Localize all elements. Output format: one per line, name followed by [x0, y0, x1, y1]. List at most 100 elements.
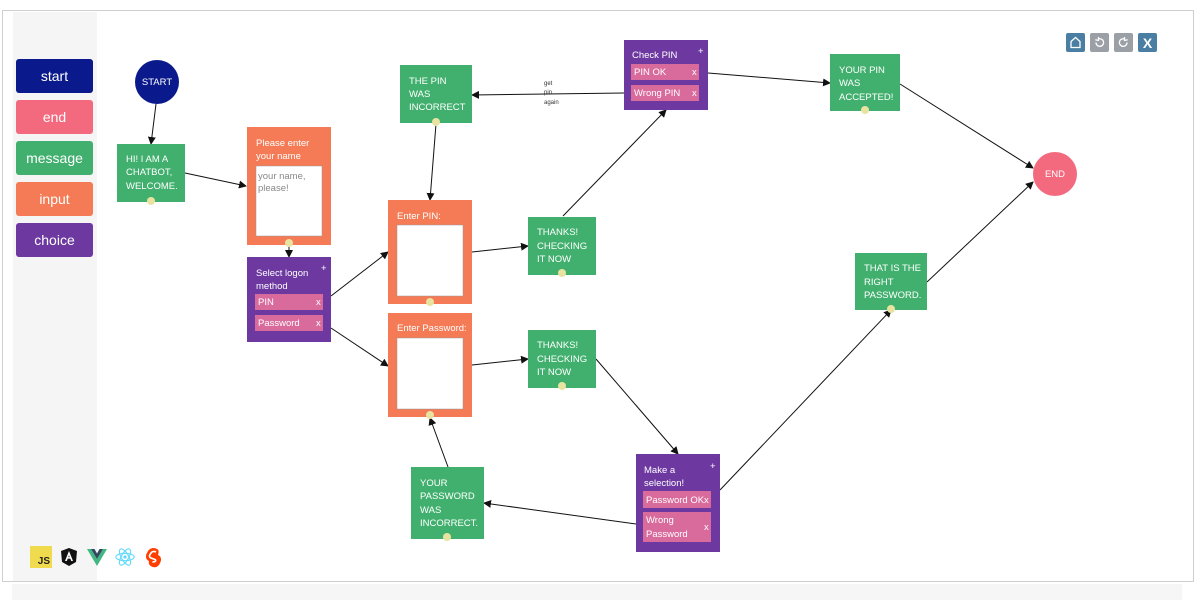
edge-checkingpin-checkpin[interactable]	[562, 109, 667, 217]
palette-choice-button[interactable]: choice	[16, 223, 93, 257]
output-port[interactable]	[426, 298, 434, 306]
message-node-checking-pin[interactable]: THANKS! CHECKING IT NOW	[528, 217, 596, 277]
input-node-name[interactable]: Please enter your name your name, please…	[247, 127, 331, 247]
edge-pinok-accepted[interactable]	[707, 72, 831, 87]
undo-button[interactable]	[1090, 33, 1109, 52]
home-button[interactable]	[1066, 33, 1085, 52]
output-port[interactable]	[558, 382, 566, 390]
edge-label-line-1: get	[544, 81, 553, 87]
message-node-welcome[interactable]: HI! I AM A CHATBOT, WELCOME.	[117, 144, 185, 205]
edge-passwordok-rightpassword[interactable]	[719, 309, 892, 491]
javascript-icon-label: JS	[37, 556, 50, 567]
edge-rightpassword-end[interactable]	[926, 181, 1034, 283]
output-port[interactable]	[861, 106, 869, 114]
checkpin-line-1: Check PIN	[632, 50, 678, 61]
pin-textarea[interactable]	[396, 224, 464, 297]
edge-checkingpassword-selection[interactable]	[595, 358, 679, 455]
edge-wrongpassword-incorrect[interactable]	[483, 499, 637, 525]
option-pin[interactable]: PIN x	[255, 294, 323, 310]
rightpassword-line-2: RIGHT	[864, 277, 894, 288]
add-option-icon[interactable]: +	[710, 461, 716, 472]
remove-option-icon[interactable]: x	[704, 522, 709, 533]
start-node[interactable]: START	[135, 60, 179, 104]
javascript-icon[interactable]: JS	[30, 546, 52, 568]
rightpassword-line-1: THAT IS THE	[864, 263, 921, 274]
input-node-enter-pin[interactable]: Enter PIN:	[388, 200, 472, 306]
output-port[interactable]	[432, 118, 440, 126]
palette-message-button[interactable]: message	[16, 141, 93, 175]
enterpassword-title: Enter Password:	[397, 323, 467, 334]
palette-start-button[interactable]: start	[16, 59, 93, 93]
edge-welcome-askname[interactable]	[184, 172, 247, 189]
edge-label-line-3: again	[544, 100, 559, 106]
checkingpin-line-1: THANKS!	[537, 227, 578, 238]
remove-option-icon[interactable]: x	[704, 495, 709, 506]
edge-enterpassword-checking[interactable]	[471, 355, 529, 366]
option-label-line-1: Wrong	[646, 515, 674, 526]
edge-start-welcome[interactable]	[147, 103, 157, 145]
react-icon[interactable]	[114, 546, 136, 568]
output-port[interactable]	[147, 197, 155, 205]
name-textarea[interactable]	[255, 165, 323, 237]
option-wrong-pin[interactable]: Wrong PIN x	[631, 85, 699, 101]
close-button[interactable]: X	[1138, 33, 1157, 52]
message-node-pin-accepted[interactable]: YOUR PIN WAS ACCEPTED!	[830, 54, 900, 114]
passwordincorrect-line-4: INCORRECT.	[420, 518, 478, 529]
accepted-line-3: ACCEPTED!	[839, 92, 893, 103]
redo-button[interactable]	[1114, 33, 1133, 52]
edge-accepted-end[interactable]	[899, 83, 1034, 169]
output-port[interactable]	[558, 269, 566, 277]
angular-icon[interactable]	[58, 546, 80, 568]
accepted-line-2: WAS	[839, 78, 860, 89]
message-node-pin-incorrect[interactable]: THE PIN WAS INCORRECT	[400, 65, 472, 126]
remove-option-icon[interactable]: x	[316, 318, 321, 329]
svelte-icon[interactable]	[142, 546, 164, 568]
choice-node-check-pin[interactable]: Check PIN + PIN OK x Wrong PIN x	[624, 40, 708, 110]
input-node-enter-password[interactable]: Enter Password:	[388, 313, 472, 419]
welcome-line-1: HI! I AM A	[126, 154, 169, 165]
edge-pinincorrect-enterpin[interactable]	[426, 123, 437, 201]
redo-icon	[1118, 37, 1128, 47]
edge-enterpin-checking[interactable]	[471, 242, 529, 253]
remove-option-icon[interactable]: x	[692, 67, 697, 78]
option-label: PIN	[258, 297, 274, 308]
message-node-checking-password[interactable]: THANKS! CHECKING IT NOW	[528, 330, 596, 390]
remove-option-icon[interactable]: x	[692, 88, 697, 99]
add-option-icon[interactable]: +	[321, 263, 327, 274]
add-option-icon[interactable]: +	[698, 46, 704, 57]
pinincorrect-line-2: WAS	[409, 89, 430, 100]
output-port[interactable]	[285, 239, 293, 247]
palette-end-button[interactable]: end	[16, 100, 93, 134]
palette-input-button[interactable]: input	[16, 182, 93, 216]
option-pin-ok[interactable]: PIN OK x	[631, 64, 699, 80]
option-password-ok[interactable]: Password OK x	[643, 491, 711, 508]
message-node-right-password[interactable]: THAT IS THE RIGHT PASSWORD.	[855, 253, 927, 313]
edge-wrongpin-pinincorrect[interactable]	[471, 90, 625, 99]
node-palette: start end message input choice	[13, 12, 97, 581]
name-placeholder-line-2: please!	[258, 183, 289, 194]
checkingpassword-line-1: THANKS!	[537, 340, 578, 351]
selection-line-2: selection!	[644, 478, 684, 489]
message-node-password-incorrect[interactable]: YOUR PASSWORD WAS INCORRECT.	[411, 467, 484, 541]
output-port[interactable]	[443, 533, 451, 541]
edge-label-get-pin-again: get pin again	[544, 81, 559, 106]
option-wrong-password[interactable]: Wrong Password x	[643, 512, 711, 542]
choice-node-make-selection[interactable]: Make a selection! + Password OK x Wrong …	[636, 454, 720, 552]
edge-incorrect-enterpassword[interactable]	[428, 417, 449, 468]
framework-icons: JS	[30, 546, 164, 568]
diagram-frame	[2, 10, 1194, 582]
edge-logon-enterpin[interactable]	[330, 251, 389, 297]
edge-logon-enterpassword[interactable]	[330, 327, 389, 367]
option-label: PIN OK	[634, 67, 667, 78]
option-password[interactable]: Password x	[255, 315, 323, 331]
password-textarea[interactable]	[396, 337, 464, 410]
enterpin-title: Enter PIN:	[397, 211, 441, 222]
output-port[interactable]	[887, 305, 895, 313]
choice-node-logon[interactable]: Select logon method + PIN x Password x	[247, 257, 331, 342]
vue-icon[interactable]	[86, 546, 108, 568]
remove-option-icon[interactable]: x	[316, 297, 321, 308]
option-label: Wrong PIN	[634, 88, 680, 99]
end-node[interactable]: END	[1033, 152, 1077, 196]
output-port[interactable]	[426, 411, 434, 419]
